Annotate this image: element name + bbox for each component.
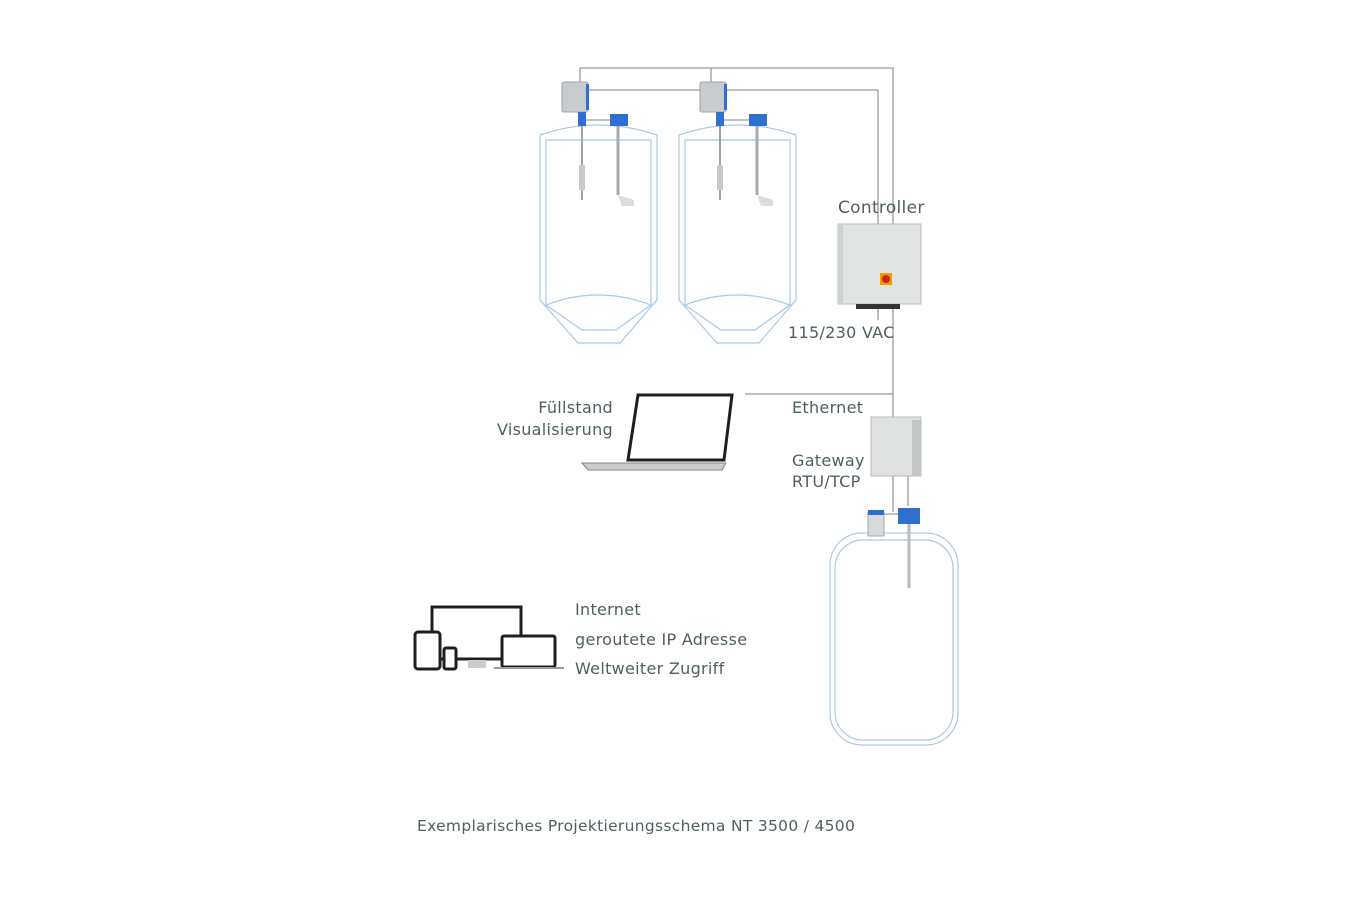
gateway-box <box>870 416 922 477</box>
level-sensor <box>699 81 773 206</box>
visualization-label: Füllstand <box>538 398 613 417</box>
caption: Exemplarisches Projektierungsschema NT 3… <box>417 817 856 835</box>
laptop-icon <box>580 393 734 471</box>
storage-tank <box>829 532 959 746</box>
controller-label: Controller <box>838 198 925 218</box>
gateway-protocol-label: RTU/TCP <box>792 472 861 491</box>
ethernet-label: Ethernet <box>792 398 864 417</box>
devices-icon <box>413 605 564 671</box>
silo-tank <box>678 124 797 344</box>
visualization-label-2: Visualisierung <box>496 420 613 439</box>
gateway-label: Gateway <box>792 451 865 470</box>
tank-sensors <box>867 508 920 588</box>
internet-label: Internet <box>575 600 641 619</box>
controller-cabinet <box>837 223 922 309</box>
power-label: 115/230 VAC <box>788 323 895 342</box>
silo-tank <box>539 124 658 344</box>
routed-ip-label: geroutete IP Adresse <box>575 630 748 649</box>
worldwide-access-label: Weltweiter Zugriff <box>575 659 725 678</box>
level-sensor <box>561 81 634 206</box>
